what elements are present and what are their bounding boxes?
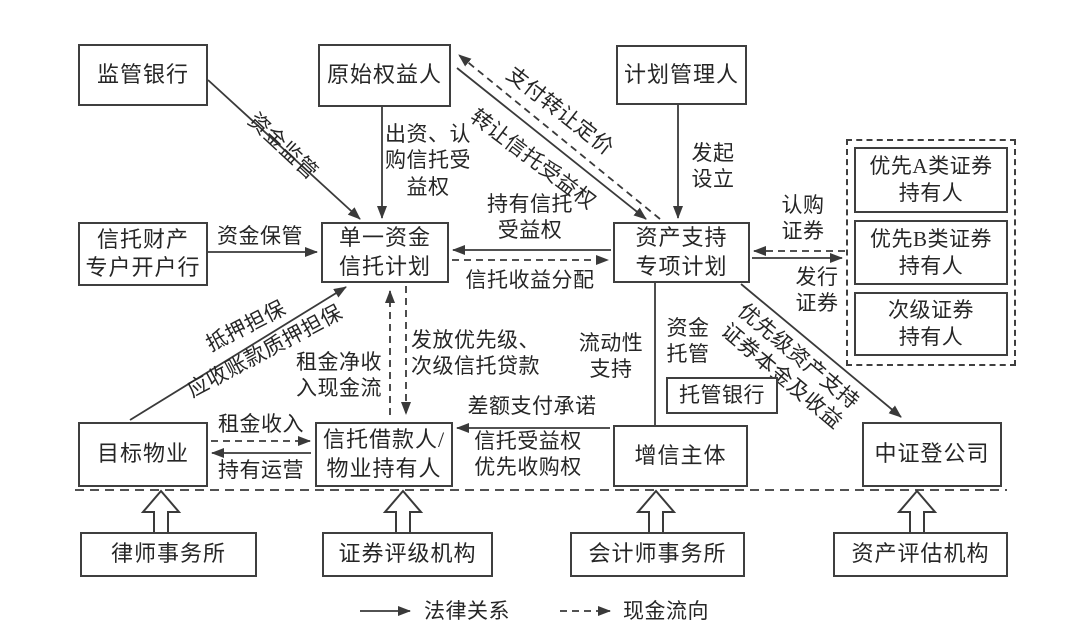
label-issue: 发行 证券 xyxy=(795,265,839,316)
box-borrower: 信托借款人/ 物业持有人 xyxy=(315,422,453,487)
box-target-property: 目标物业 xyxy=(78,422,208,487)
arrow-mortgage xyxy=(129,286,347,421)
box-accounting-firm: 会计师事务所 xyxy=(570,532,745,577)
label-contribute: 出资、认 购信托受 益权 xyxy=(385,122,471,199)
label-rent-income: 租金收入 xyxy=(218,412,304,436)
label-net-rent: 租金净收 入现金流 xyxy=(296,350,382,401)
box-trust-plan: 单一资金 信托计划 xyxy=(321,222,449,283)
box-subordinate-holders: 次级证券 持有人 xyxy=(854,292,1008,356)
box-senior-b-holders: 优先B类证券 持有人 xyxy=(854,220,1008,285)
label-funds-custody: 资金保管 xyxy=(217,224,303,248)
box-appraisal-agency: 资产评估机构 xyxy=(833,532,1008,577)
arrow-funds-supervision xyxy=(207,79,361,220)
box-trust-account-bank: 信托财产 专户开户行 xyxy=(78,222,208,286)
hollow-arrow-appraisal xyxy=(896,489,938,534)
box-supervising-bank: 监管银行 xyxy=(78,44,208,106)
box-rating-agency: 证券评级机构 xyxy=(322,532,493,577)
box-original-owner: 原始权益人 xyxy=(318,44,451,107)
label-liquidity: 流动性 支持 xyxy=(578,331,644,382)
label-hold-operate: 持有运营 xyxy=(218,458,304,482)
label-shortfall: 差额支付承诺 xyxy=(467,394,597,418)
securities-holders-group xyxy=(846,139,1016,366)
arrow-transfer-beneficiary xyxy=(456,67,647,220)
box-csdc: 中证登公司 xyxy=(862,422,1002,487)
hollow-arrow-rating-agency xyxy=(382,489,424,534)
box-abs-plan: 资产支持 专项计划 xyxy=(613,222,750,283)
box-senior-a-holders: 优先A类证券 持有人 xyxy=(854,147,1008,213)
hollow-arrow-law-firm xyxy=(140,489,182,534)
hollow-arrow-accounting-firm xyxy=(635,489,677,534)
label-beneficiary-priority: 信托受益权 优先收购权 xyxy=(474,429,582,480)
label-income-distribution: 信托收益分配 xyxy=(465,268,595,292)
label-subscribe: 认购 证券 xyxy=(781,193,825,244)
label-loan-grant: 发放优先级、 次级信托贷款 xyxy=(411,328,540,379)
label-hold-beneficiary: 持有信托 受益权 xyxy=(487,192,573,243)
label-funds-trusteeship: 资金 托管 xyxy=(666,316,710,367)
arrow-senior-principal xyxy=(740,283,902,418)
box-law-firm: 律师事务所 xyxy=(80,532,257,577)
label-initiate: 发起 设立 xyxy=(691,141,735,192)
box-credit-enhancer: 增信主体 xyxy=(613,425,748,487)
legend-cash-label: 现金流向 xyxy=(623,599,709,623)
box-custodian-bank: 托管银行 xyxy=(666,377,778,414)
arrow-pay-transfer-price xyxy=(458,54,661,220)
legend-legal-label: 法律关系 xyxy=(424,599,510,623)
box-plan-manager: 计划管理人 xyxy=(616,45,747,105)
